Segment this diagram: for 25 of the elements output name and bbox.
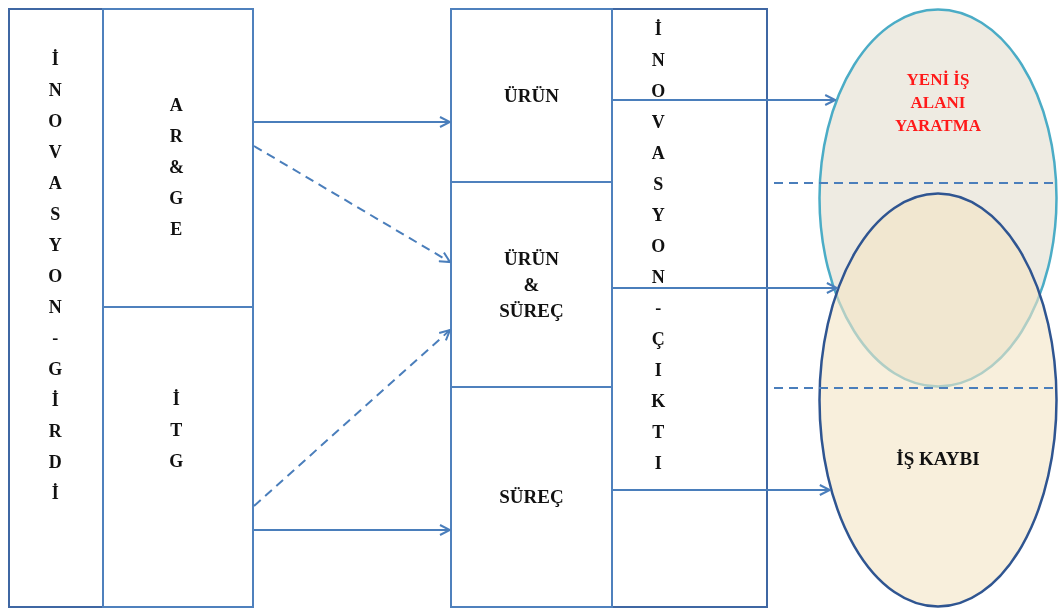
column-panel: [450, 8, 768, 608]
ellipse-label: YENİ İŞ ALANI YARATMA: [894, 69, 982, 137]
arrow: [253, 145, 451, 263]
arrow: [253, 329, 451, 507]
output-cell: [450, 8, 613, 183]
ellipse-label: İŞ KAYBI: [895, 447, 981, 470]
vertical-label: AR&GE: [169, 94, 184, 241]
arrow: [253, 116, 451, 128]
arrow: [612, 94, 837, 106]
arrow: [612, 484, 831, 496]
arrow: [253, 524, 451, 536]
vertical-label: İNOVASYON-GİRDİ: [48, 48, 63, 505]
cell-label: ÜRÜN: [504, 83, 559, 108]
cell-label: SÜREÇ: [499, 485, 564, 509]
ellipse-shape: [818, 192, 1058, 608]
input-cell: [102, 306, 254, 608]
column-panel: [8, 8, 254, 608]
ellipse-shape: [818, 8, 1058, 388]
arrow: [612, 282, 838, 294]
cell-label: ÜRÜN & SÜREÇ: [499, 246, 564, 323]
vertical-label: İNOVASYON-ÇIKTI: [651, 18, 666, 475]
output-cell: [450, 386, 613, 608]
output-cell: [450, 181, 613, 388]
input-cell: [102, 8, 254, 308]
vertical-label: İTG: [169, 388, 184, 473]
